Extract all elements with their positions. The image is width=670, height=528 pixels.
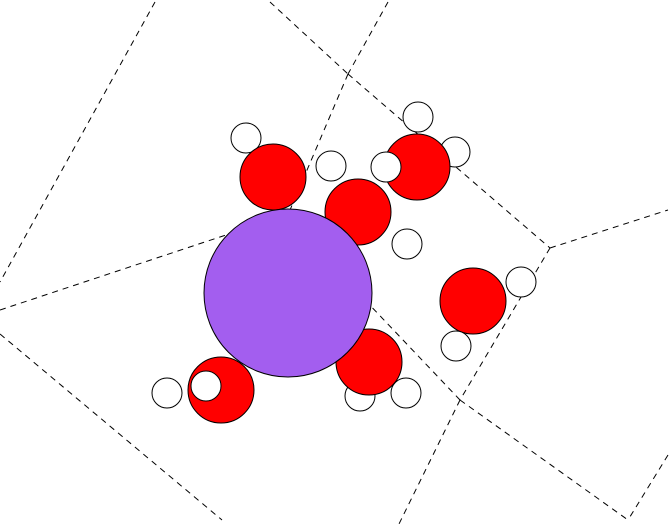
- hydrogen-atom: [440, 330, 472, 362]
- cell-boundary: [397, 399, 461, 527]
- hydrogen-atom: [151, 377, 183, 409]
- hydrogen-atom: [391, 228, 423, 260]
- hydrogen-atom: [230, 122, 262, 154]
- cell-boundary: [269, 1, 349, 75]
- cell-boundary: [0, 231, 236, 311]
- cell-boundary: [0, 1, 156, 283]
- cell-boundary: [0, 333, 223, 521]
- cell-boundary: [364, 299, 461, 401]
- hydrogen-atom: [505, 266, 537, 298]
- hydrogen-atom: [190, 370, 222, 402]
- cell-boundary: [459, 247, 551, 401]
- hydrogen-atom: [402, 101, 434, 133]
- central-ion: [203, 208, 373, 378]
- atoms: [151, 101, 537, 424]
- cell-boundary: [347, 1, 389, 75]
- cell-boundary: [459, 399, 629, 521]
- hydrogen-atom: [315, 150, 347, 182]
- oxygen-atom: [439, 267, 507, 335]
- cell-boundary: [627, 454, 669, 521]
- cell-boundary: [549, 209, 669, 249]
- hydrogen-atom: [390, 377, 422, 409]
- oxygen-atom: [239, 143, 307, 211]
- hydrogen-atom: [370, 151, 402, 183]
